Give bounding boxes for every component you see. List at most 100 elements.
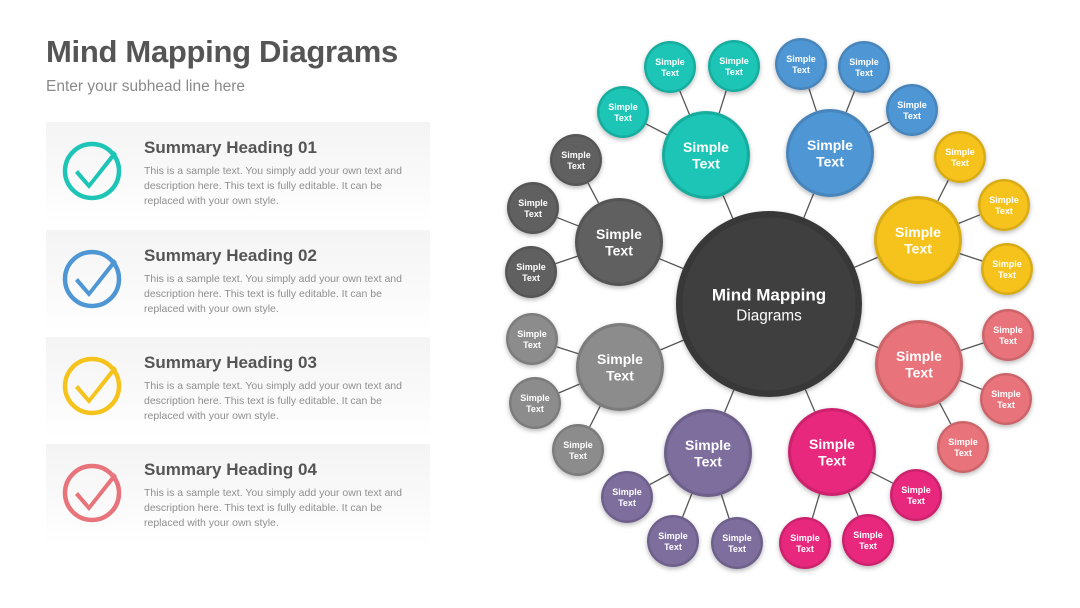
leaf-node-6-1-label-1: Simple (612, 487, 642, 497)
leaf-node-5-3-label-1: Simple (790, 533, 820, 543)
leaf-node-5-1-label-2: Text (907, 496, 925, 506)
summary-card-4: Summary Heading 04 This is a sample text… (46, 444, 430, 545)
leaf-node-4-1-label-2: Text (999, 336, 1017, 346)
leaf-node-7-1-label-1: Simple (517, 329, 547, 339)
branch-node-2-label-1: Simple (807, 137, 853, 153)
leaf-node-1-2-label-2: Text (661, 68, 679, 78)
leaf-node-8-1-label-2: Text (567, 161, 585, 171)
leaf-node-7-2-label-2: Text (526, 404, 544, 414)
branch-node-7-label-2: Text (606, 368, 634, 384)
leaf-node-1-3-label-1: Simple (719, 56, 749, 66)
connector-line (589, 405, 601, 428)
connector-line (556, 216, 579, 227)
leaf-node-8-3-label-2: Text (522, 273, 540, 283)
summary-description: This is a sample text. You simply add yo… (144, 380, 402, 422)
leaf-node-6-2-label-2: Text (664, 542, 682, 552)
leaf-node-4-1-label-1: Simple (993, 325, 1023, 335)
branch-node-1-label-2: Text (692, 156, 720, 172)
branch-node-8-label-2: Text (605, 243, 633, 259)
leaf-node-1-3-label-2: Text (725, 67, 743, 77)
connector-line (845, 90, 856, 113)
check-circle-icon (62, 141, 122, 201)
leaf-node-7-2-label-1: Simple (520, 393, 550, 403)
leaf-node-4-2-label-1: Simple (991, 389, 1021, 399)
connector-line (556, 346, 579, 355)
leaf-node-2-1-label-1: Simple (786, 54, 816, 64)
branch-node-6-label-1: Simple (685, 437, 731, 453)
connector-line (960, 342, 984, 351)
leaf-node-2-3-label-2: Text (903, 111, 921, 121)
leaf-node-8-3-label-1: Simple (516, 262, 546, 272)
connector-line (803, 193, 815, 219)
connector-line (870, 471, 894, 484)
connector-line (868, 121, 890, 134)
leaf-node-7-3-label-2: Text (569, 451, 587, 461)
leaf-node-6-3-label-1: Simple (722, 533, 752, 543)
center-node-label-2: Diagrams (736, 308, 802, 325)
connector-line (848, 492, 859, 517)
connector-line (558, 383, 580, 394)
leaf-node-5-1-label-1: Simple (901, 485, 931, 495)
summary-card-2: Summary Heading 02 This is a sample text… (46, 230, 430, 331)
leaf-node-3-1-label-2: Text (951, 158, 969, 168)
connector-line (682, 493, 693, 518)
branch-node-2-label-2: Text (816, 154, 844, 170)
connector-line (811, 493, 821, 519)
mind-map-nodes: SimpleTextSimpleTextSimpleTextSimpleText… (505, 38, 1034, 569)
branch-node-4-label-2: Text (905, 365, 933, 381)
connector-line (679, 90, 690, 115)
connector-line (937, 179, 949, 202)
leaf-node-2-3-label-1: Simple (897, 100, 927, 110)
connector-line (722, 195, 734, 219)
leaf-node-5-2-label-2: Text (859, 541, 877, 551)
connector-line (649, 473, 670, 486)
leaf-node-2-2-label-2: Text (855, 68, 873, 78)
leaf-node-1-2-label-1: Simple (655, 57, 685, 67)
leaf-node-3-3-label-1: Simple (992, 259, 1022, 269)
branch-node-3-label-1: Simple (895, 224, 941, 240)
leaf-node-4-3-label-1: Simple (948, 437, 978, 447)
leaf-node-3-1-label-1: Simple (945, 147, 975, 157)
leaf-node-1-1-label-1: Simple (608, 102, 638, 112)
leaf-node-2-1-label-2: Text (792, 65, 810, 75)
connector-line (958, 214, 981, 225)
center-node-label-1: Mind Mapping (712, 285, 826, 304)
branch-node-5-label-2: Text (818, 453, 846, 469)
leaf-node-3-3-label-2: Text (998, 270, 1016, 280)
connector-line (555, 255, 578, 265)
branch-node-5-label-1: Simple (809, 436, 855, 452)
leaf-node-8-2-label-2: Text (524, 209, 542, 219)
connector-line (720, 494, 730, 519)
leaf-node-7-1-label-2: Text (523, 340, 541, 350)
leaf-node-4-3-label-2: Text (954, 448, 972, 458)
summary-card-3: Summary Heading 03 This is a sample text… (46, 337, 430, 438)
connector-line (959, 253, 983, 262)
connector-line (808, 88, 817, 112)
summary-heading: Summary Heading 01 (144, 138, 317, 157)
page-title: Mind Mapping Diagrams (46, 34, 398, 69)
leaf-node-8-1-label-1: Simple (561, 150, 591, 160)
check-circle-icon (62, 249, 122, 309)
summary-description: This is a sample text. You simply add yo… (144, 165, 402, 207)
leaf-node-6-2-label-1: Simple (658, 531, 688, 541)
